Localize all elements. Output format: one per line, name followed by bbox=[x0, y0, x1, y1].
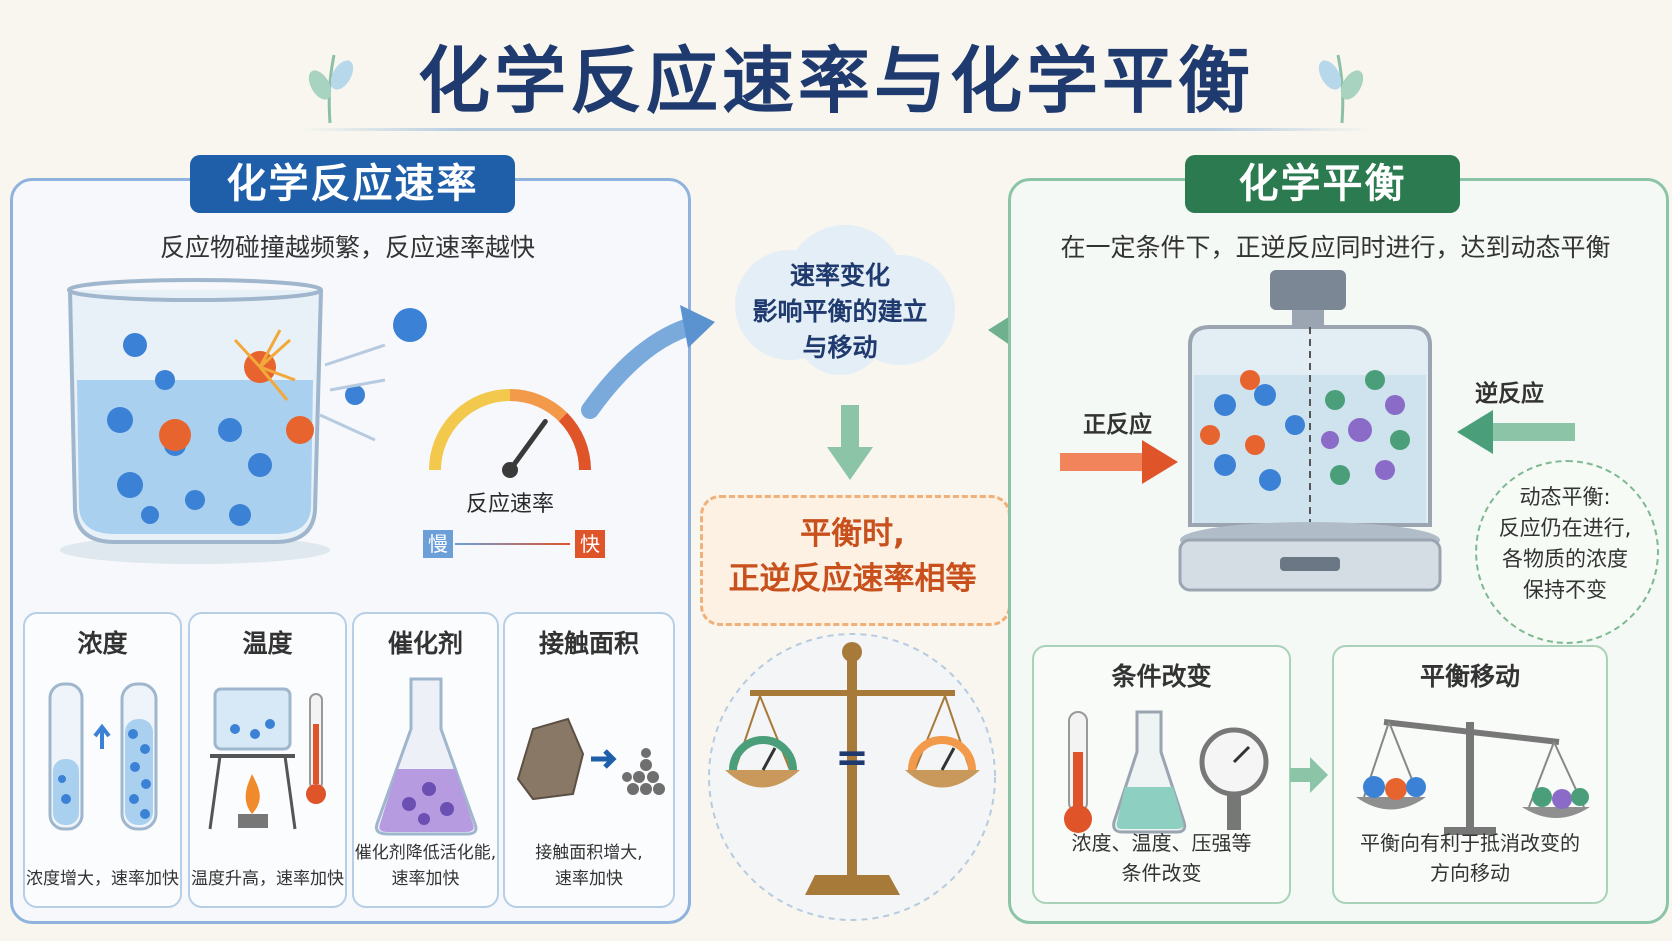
equilibrium-line2: 正逆反应速率相等 bbox=[728, 561, 977, 597]
reaction-rate-heading: 化学反应速率 bbox=[190, 155, 515, 213]
equilibrium-shift-card: 平衡移动 平衡向有利于抵消改变的方向移动 bbox=[1332, 645, 1608, 904]
equilibrium-shift-title: 平衡移动 bbox=[1419, 662, 1520, 691]
reaction-vessel-illustration bbox=[1178, 270, 1442, 592]
leaf-icon-right bbox=[1318, 54, 1364, 124]
shift-desc-line2: 方向移动 bbox=[1430, 861, 1510, 885]
factor-card-catalyst: 催化剂 催化剂降低活化能, 速率加快 bbox=[352, 612, 499, 908]
beaker-collision-illustration bbox=[60, 278, 427, 564]
condition-change-card: 条件改变 浓度、温度、压强等条件改变 bbox=[1032, 645, 1291, 904]
forward-arrow-icon bbox=[1060, 440, 1178, 484]
slow-fast-arrow bbox=[455, 543, 570, 545]
arrow-down-icon bbox=[827, 405, 873, 480]
condition-desc-line2: 条件改变 bbox=[1121, 861, 1202, 885]
balance-scale-illustration bbox=[708, 633, 996, 921]
dynamic-line2: 反应仍在进行, bbox=[1498, 516, 1632, 540]
condition-change-title: 条件改变 bbox=[1111, 662, 1212, 691]
dynamic-equilibrium-bubble bbox=[1475, 460, 1659, 644]
factor-card-temperature: 温度 温度升高，速率加快 bbox=[188, 612, 347, 908]
cloud-line3: 与移动 bbox=[802, 333, 878, 362]
cloud-line2: 影响平衡的建立 bbox=[752, 297, 928, 326]
fast-label: 快 bbox=[575, 530, 605, 558]
factor-title: 浓度 bbox=[77, 629, 128, 658]
equals-sign: = bbox=[835, 735, 869, 781]
page-title: 化学反应速率与化学平衡 bbox=[417, 39, 1254, 123]
factor-desc-line2: 速率加快 bbox=[391, 869, 460, 889]
conditions-icons bbox=[1064, 710, 1269, 834]
rate-gauge bbox=[429, 389, 591, 478]
factor-title: 接触面积 bbox=[538, 629, 639, 658]
cloud-line1: 速率变化 bbox=[789, 261, 890, 290]
dynamic-line3: 各物质的浓度 bbox=[1502, 547, 1628, 571]
tilted-balance-icon bbox=[1356, 719, 1590, 835]
factor-card-surface-area: 接触面积 接触面积增大, 速率加快 bbox=[503, 612, 675, 908]
condition-desc-line1: 浓度、温度、压强等 bbox=[1071, 831, 1252, 855]
factor-card-concentration: 浓度 浓度增大，速率加快 bbox=[23, 612, 182, 908]
title-underline bbox=[300, 128, 1372, 131]
leaf-icon-left bbox=[308, 54, 354, 124]
dynamic-line4: 保持不变 bbox=[1523, 578, 1607, 602]
arrow-right-icon bbox=[1290, 757, 1328, 793]
factor-desc: 温度升高，速率加快 bbox=[191, 869, 344, 889]
chemical-equilibrium-heading: 化学平衡 bbox=[1185, 155, 1460, 213]
cloud-bubble bbox=[735, 225, 955, 375]
equilibrium-callout bbox=[700, 495, 1011, 626]
forward-reaction-label: 正反应 bbox=[1083, 412, 1152, 438]
reverse-reaction-label: 逆反应 bbox=[1475, 381, 1544, 407]
flask-icon bbox=[375, 677, 478, 836]
slow-label: 慢 bbox=[423, 530, 453, 558]
factor-title: 催化剂 bbox=[387, 629, 463, 658]
reaction-rate-subtitle: 反应物碰撞越频繁，反应速率越快 bbox=[159, 233, 535, 262]
equilibrium-line1: 平衡时, bbox=[800, 516, 905, 552]
rate-gauge-label: 反应速率 bbox=[465, 492, 554, 517]
chemical-equilibrium-subtitle: 在一定条件下，正逆反应同时进行，达到动态平衡 bbox=[1060, 233, 1611, 262]
dynamic-line1: 动态平衡: bbox=[1519, 485, 1611, 509]
heating-icon bbox=[208, 687, 326, 830]
factor-desc: 浓度增大，速率加快 bbox=[26, 869, 179, 889]
shift-desc-line1: 平衡向有利于抵消改变的 bbox=[1360, 831, 1580, 855]
factor-desc-line2: 速率加快 bbox=[555, 869, 623, 889]
arrow-rate-to-equilibrium bbox=[581, 305, 715, 419]
surface-area-icon bbox=[516, 717, 665, 801]
reverse-arrow-icon bbox=[1457, 410, 1575, 454]
test-tubes-icon bbox=[48, 682, 158, 831]
factor-desc-line1: 催化剂降低活化能, bbox=[354, 843, 497, 863]
factor-desc-line1: 接触面积增大, bbox=[535, 843, 643, 863]
factor-title: 温度 bbox=[242, 629, 293, 658]
